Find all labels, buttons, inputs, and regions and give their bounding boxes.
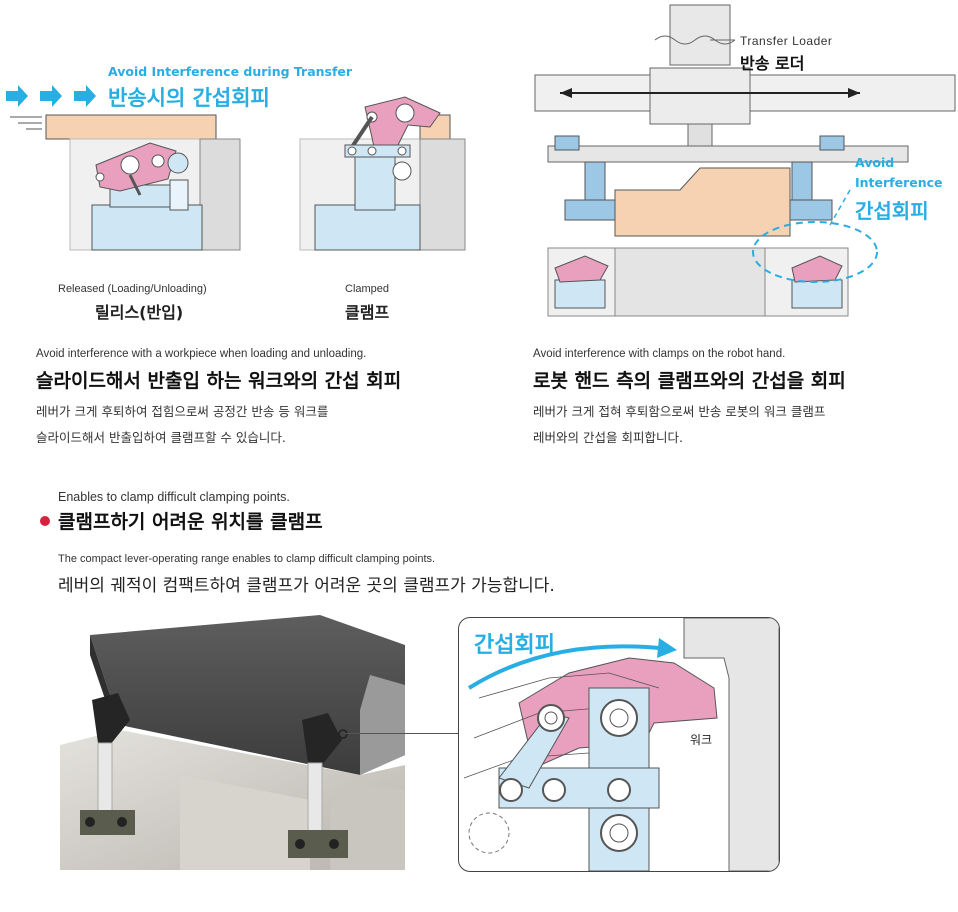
- closeup-svg: [463, 618, 779, 871]
- loader-avoid-ko: 간섭회피: [855, 199, 929, 223]
- interference-ellipse: [752, 221, 878, 283]
- section-left-body-2: 슬라이드해서 반출입하여 클램프할 수 있습니다.: [36, 430, 286, 445]
- section-left-en: Avoid interference with a workpiece when…: [36, 348, 367, 360]
- transfer-avoid-svg: [6, 85, 466, 251]
- loader-avoid-en-2: Interference: [855, 175, 943, 190]
- loader-label-ko: 반송 로더: [740, 54, 805, 73]
- section-left-title: 슬라이드해서 반출입 하는 워크와의 간섭 회피: [36, 370, 402, 392]
- loader-label-en: Transfer Loader: [740, 34, 833, 48]
- section-right: Avoid interference with clamps on the ro…: [533, 348, 953, 451]
- closeup-work-label: 워크: [690, 733, 713, 747]
- transfer-caption-en: Avoid Interference during Transfer: [108, 64, 353, 79]
- transfer-avoid-diagram: [0, 55, 480, 325]
- section-right-title: 로봇 핸드 측의 클램프와의 간섭을 회피: [533, 370, 846, 392]
- clamp-3d-render: [60, 615, 405, 870]
- feature-title: 클램프하기 어려운 위치를 클램프: [58, 511, 323, 533]
- clamped-label-ko: 클램프: [345, 303, 390, 322]
- feature-bullet-icon: [40, 516, 50, 526]
- section-left: Avoid interference with a workpiece when…: [36, 348, 506, 451]
- connector-line: [346, 733, 458, 734]
- feature-sub-en: The compact lever-operating range enable…: [58, 553, 436, 565]
- loader-diagram: [530, 0, 958, 330]
- workpiece-slab: [45, 114, 217, 140]
- closeup-arrow-icon: [467, 644, 660, 690]
- loader-workpiece: [614, 167, 791, 237]
- render-svg: [60, 615, 405, 870]
- closeup-avoid-ko: 간섭회피: [474, 633, 555, 658]
- loader-svg: [534, 4, 956, 317]
- section-right-en: Avoid interference with clamps on the ro…: [533, 348, 786, 360]
- closeup-panel: [458, 617, 780, 872]
- render-clamp-left: [80, 693, 135, 835]
- released-label-en: Released (Loading/Unloading): [58, 283, 207, 295]
- render-clamp-right: [288, 713, 348, 858]
- section-right-body-2: 레버와의 간섭을 회피합니다.: [533, 430, 683, 445]
- released-label-ko: 릴리스(반입): [95, 303, 184, 322]
- feature-en: Enables to clamp difficult clamping poin…: [58, 490, 290, 504]
- section-left-body-1: 레버가 크게 후퇴하여 접힘으로써 공정간 반송 등 워크를: [36, 404, 329, 419]
- loader-avoid-en-1: Avoid: [855, 155, 895, 170]
- transfer-caption-ko: 반송시의 간섭회피: [108, 86, 270, 110]
- section-right-body-1: 레버가 크게 접혀 후퇴함으로써 반송 로봇의 워크 클램프: [533, 404, 826, 419]
- feature-sub-ko: 레버의 궤적이 컴팩트하여 클램프가 어려운 곳의 클램프가 가능합니다.: [58, 576, 555, 596]
- transfer-arrows-icon: [6, 85, 96, 107]
- clamped-label-en: Clamped: [345, 283, 390, 295]
